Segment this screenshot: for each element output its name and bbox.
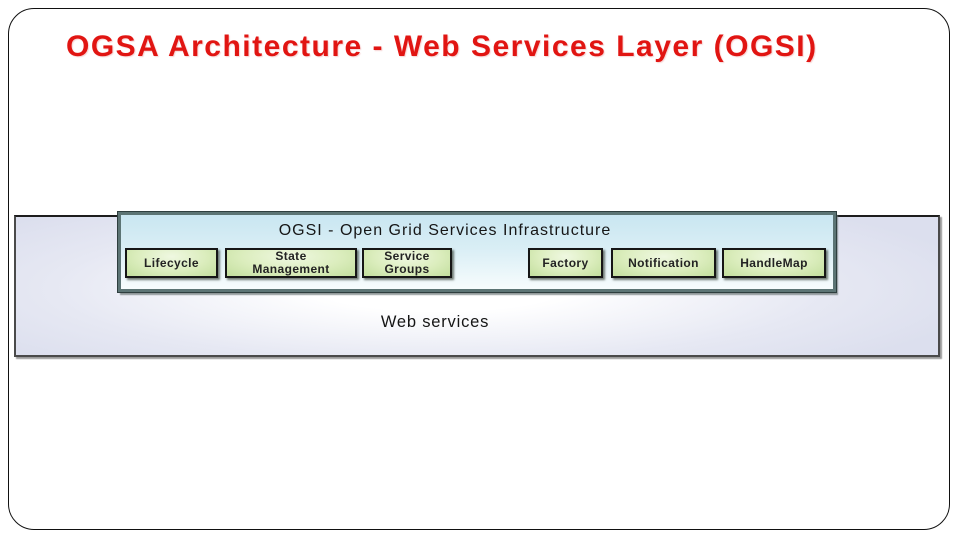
slide-title: OGSA Architecture - Web Services Layer (… bbox=[66, 30, 818, 63]
ogsi-box-notification: Notification bbox=[611, 248, 716, 278]
web-services-label: Web services bbox=[380, 313, 490, 331]
ogsi-box-service-groups: Service Groups bbox=[362, 248, 452, 278]
ogsi-container-title: OGSI - Open Grid Services Infrastructure bbox=[278, 222, 612, 239]
ogsi-box-handlemap: HandleMap bbox=[722, 248, 826, 278]
ogsi-box-lifecycle: Lifecycle bbox=[125, 248, 218, 278]
ogsi-box-factory: Factory bbox=[528, 248, 603, 278]
ogsi-container-box: OGSI - Open Grid Services Infrastructure… bbox=[117, 211, 837, 293]
ogsi-box-state-management: State Management bbox=[225, 248, 357, 278]
